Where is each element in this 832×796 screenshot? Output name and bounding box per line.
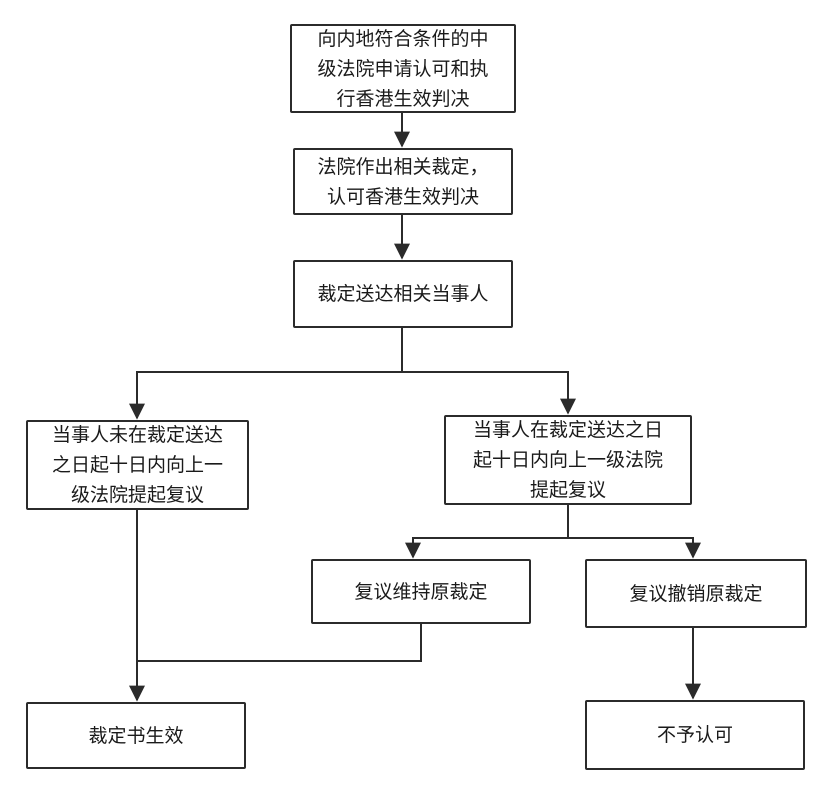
review-line-1: 当事人在裁定送达之日: [472, 419, 663, 441]
no-review-line-3: 级法院提起复议: [70, 484, 204, 506]
apply-line-1: 向内地符合条件的中: [317, 27, 489, 50]
serve-line-1: 裁定送达相关当事人: [317, 283, 489, 305]
arrow-review-to-revoked: [568, 537, 701, 559]
not-recognized-line-1: 不予认可: [656, 724, 733, 746]
connector-branch-right: [402, 371, 576, 415]
revoked-line-1: 复议撤销原裁定: [629, 582, 763, 605]
connector-review-branch: [405, 505, 569, 559]
effective-node: 裁定书生效: [26, 702, 246, 769]
ruling-node: 法院作出相关裁定， 认可香港生效判决: [293, 148, 513, 215]
connector-serve-branch: [136, 328, 403, 418]
no-review-line-1: 当事人未在裁定送达: [51, 424, 223, 446]
apply-line-3: 行香港生效判决: [336, 87, 470, 110]
ruling-line-2: 认可香港生效判决: [326, 185, 479, 208]
revoked-node: 复议撤销原裁定: [585, 559, 807, 628]
ruling-line-1: 法院作出相关裁定，: [317, 155, 489, 178]
not-recognized-node: 不予认可: [585, 700, 805, 770]
connector-upheld-to-effective: [137, 624, 422, 662]
apply-node: 向内地符合条件的中 级法院申请认可和执 行香港生效判决: [290, 24, 516, 113]
apply-line-2: 级法院申请认可和执: [317, 57, 489, 80]
no-review-node: 当事人未在裁定送达 之日起十日内向上一 级法院提起复议: [26, 420, 249, 510]
upheld-node: 复议维持原裁定: [311, 559, 531, 624]
serve-node: 裁定送达相关当事人: [293, 260, 513, 328]
review-line-2: 起十日内向上一级法院: [472, 449, 663, 471]
review-node: 当事人在裁定送达之日 起十日内向上一级法院 提起复议: [444, 415, 692, 505]
effective-line-1: 裁定书生效: [88, 724, 184, 747]
no-review-line-2: 之日起十日内向上一: [51, 454, 223, 476]
upheld-line-1: 复议维持原裁定: [354, 580, 488, 603]
review-line-3: 提起复议: [529, 479, 606, 501]
